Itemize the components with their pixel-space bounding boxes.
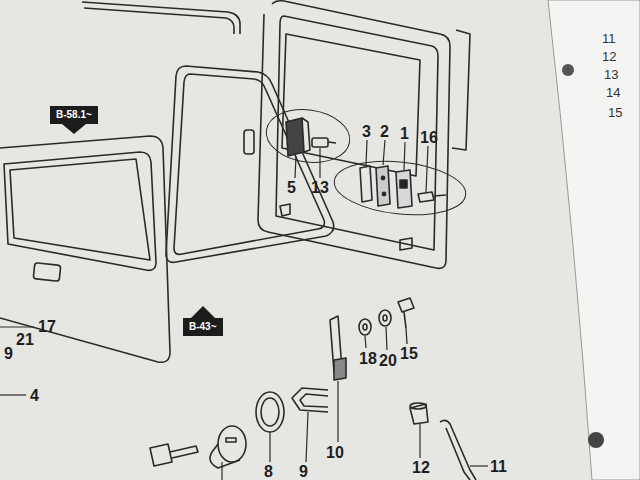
- callout-number: 15: [400, 346, 418, 362]
- callout-number: 21: [16, 332, 34, 348]
- callout-number: 2: [380, 124, 389, 140]
- callout-number: 10: [326, 445, 344, 461]
- callout-number: 17: [38, 319, 56, 335]
- index-number: 11: [602, 32, 616, 45]
- callout-number: 18: [359, 351, 377, 367]
- range-text: B-58.1~: [50, 106, 98, 124]
- range-arrow-tag: B-43~: [183, 318, 223, 336]
- callout-number: 12: [412, 460, 430, 476]
- callout-number: 5: [287, 180, 296, 196]
- callout-number: 9: [4, 346, 13, 362]
- callout-number: 11: [490, 459, 507, 475]
- callout-number: 9: [299, 464, 308, 480]
- callout-number: 8: [264, 464, 273, 480]
- callout-number: 4: [30, 388, 39, 404]
- callout-number: 13: [311, 180, 329, 196]
- index-number: 15: [608, 106, 622, 119]
- callout-number: 1: [400, 126, 409, 142]
- index-number: 13: [604, 68, 618, 81]
- range-text: B-43~: [183, 318, 223, 336]
- callout-number: 3: [362, 124, 371, 140]
- callout-number: 20: [379, 353, 397, 369]
- range-arrow-tag: B-58.1~: [50, 106, 98, 124]
- index-number: 14: [606, 86, 620, 99]
- callout-number: 16: [420, 130, 438, 146]
- index-number: 12: [602, 50, 616, 63]
